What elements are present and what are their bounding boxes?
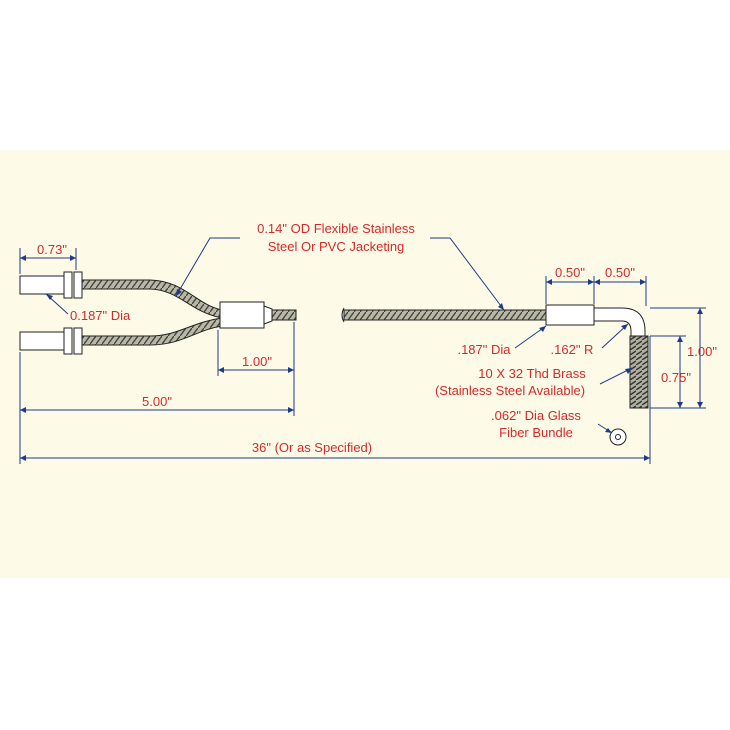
dim-050-label-b: 0.50" [605, 265, 635, 280]
trunk-hose-right [343, 309, 547, 321]
drawing-panel [0, 150, 730, 578]
fiber-label-line1: .062" Dia Glass [491, 408, 581, 423]
fiber-bundle-end-view [609, 428, 627, 446]
splitter-body [219, 301, 273, 329]
dim-073-line [19, 248, 77, 274]
thread-label-line1: 10 X 32 Thd Brass [478, 366, 586, 381]
thread-label-line2: (Stainless Steel Available) [435, 383, 585, 398]
dim-100-split-label: 1.00" [242, 354, 272, 369]
threaded-tip [629, 335, 649, 409]
upper-connector [19, 271, 83, 299]
break-mark [341, 307, 345, 323]
dim-100-right-line [650, 307, 706, 409]
lower-connector [19, 327, 83, 355]
dim-073-label: 0.73" [37, 242, 67, 257]
dim-100-right-label: 1.00" [687, 344, 717, 359]
jacketing-label-line2: Steel Or PVC Jacketing [268, 239, 405, 254]
radius-162-label: .162" R [551, 342, 594, 357]
dim-500-label: 5.00" [142, 394, 172, 409]
dia-0187-label: 0.187" Dia [70, 308, 131, 323]
dim-100-split-line [217, 322, 295, 376]
jacketing-label-line1: 0.14" OD Flexible Stainless [257, 221, 415, 236]
dia-187-label: .187" Dia [457, 342, 511, 357]
trunk-hose-left [271, 309, 297, 321]
bent-tube [593, 307, 646, 339]
dim-075-line [650, 335, 686, 408]
dim-500-line [19, 352, 295, 416]
dim-075-label: 0.75" [661, 370, 691, 385]
dim-050-lines [545, 276, 647, 306]
end-ferrule [545, 304, 595, 326]
dim-36-label: 36" (Or as Specified) [252, 440, 372, 455]
fiber-bundle-core [615, 434, 621, 440]
dim-050-label-a: 0.50" [555, 265, 585, 280]
fiber-label-line2: Fiber Bundle [499, 425, 573, 440]
dim-36-line [19, 336, 651, 464]
leader-lines [45, 237, 633, 434]
